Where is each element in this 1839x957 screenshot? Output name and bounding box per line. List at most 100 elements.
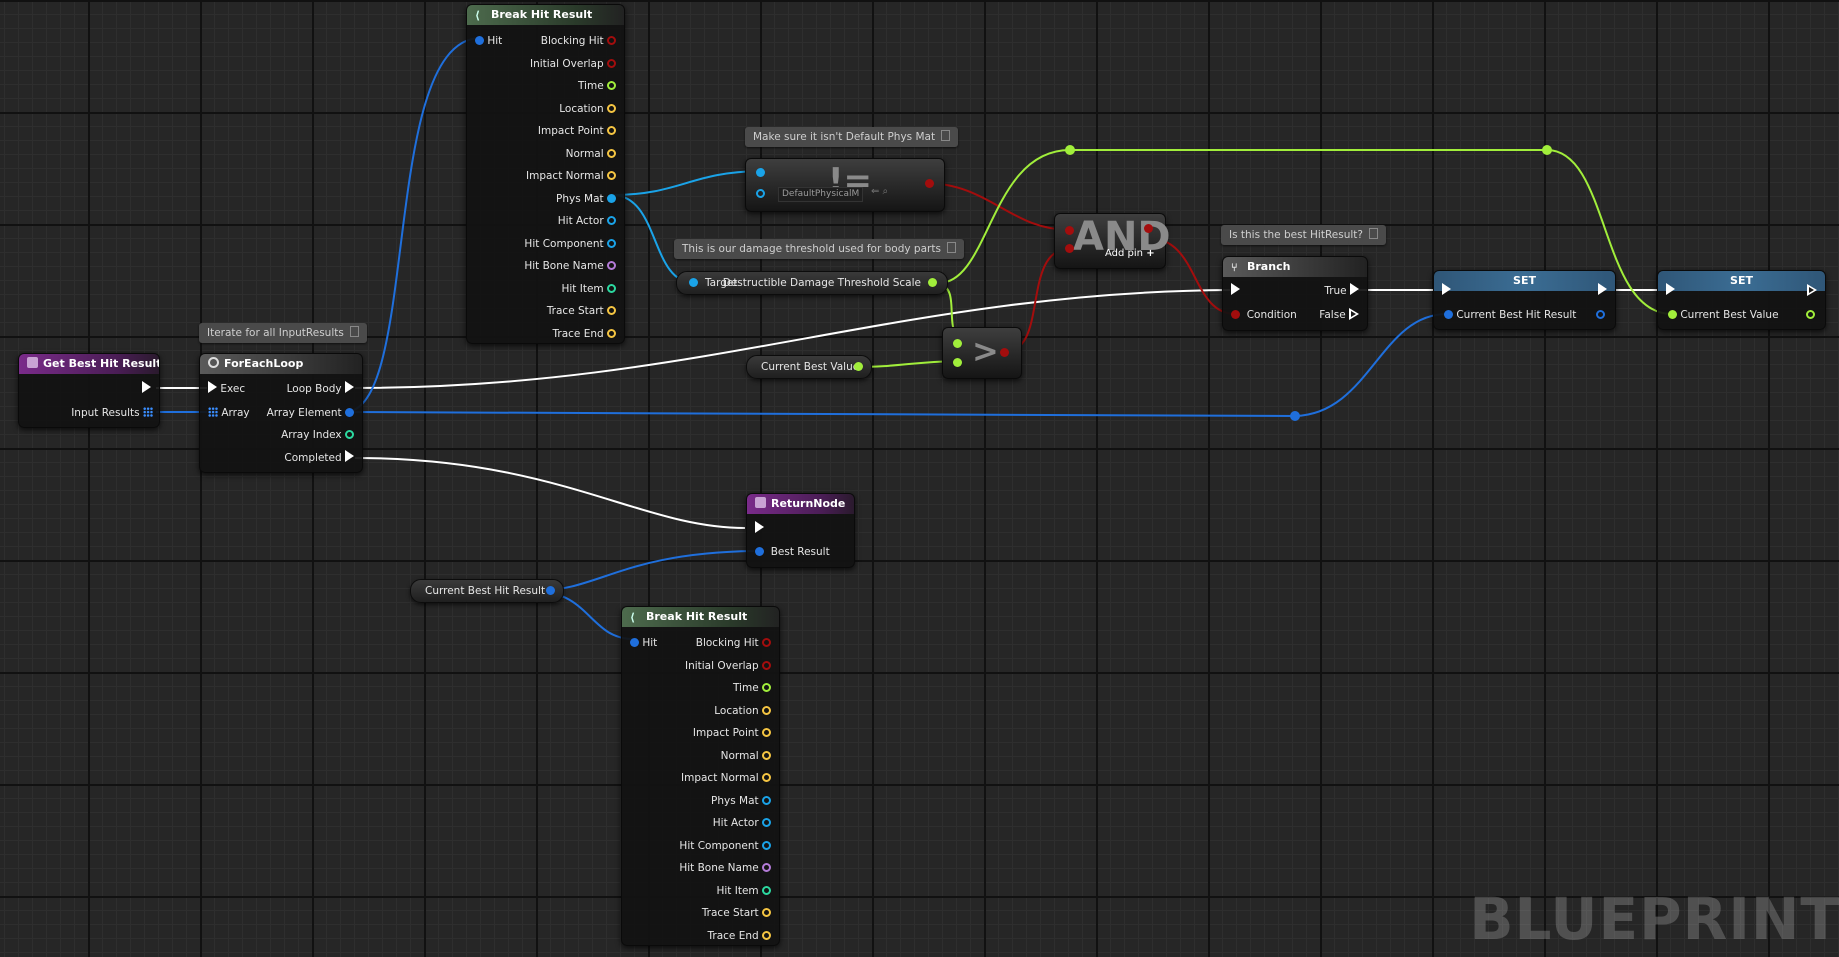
output-pin-initial-overlap[interactable]: Initial Overlap [530,54,616,74]
condition-pin[interactable]: Condition [1231,305,1297,325]
output-pin-trace-start[interactable]: Trace Start [547,301,616,321]
output-pin-hit-actor[interactable]: Hit Actor [713,813,771,833]
bool-pin-icon[interactable] [1065,244,1074,253]
current-best-hit-out-pin[interactable] [1596,305,1605,325]
reroute-knot [1542,145,1552,155]
output-pin-initial-overlap[interactable]: Initial Overlap [685,656,771,676]
set-current-best-hit-node[interactable]: SET Current Best Hit Result [1433,270,1616,330]
comment-icon [1368,228,1378,239]
output-pin-phys-mat[interactable]: Phys Mat [711,791,771,811]
output-pin-hit-bone-name[interactable]: Hit Bone Name [524,256,616,276]
output-pin-hit-item[interactable]: Hit Item [716,881,771,901]
bool-pin-icon[interactable] [1144,224,1153,233]
bool-wire [923,182,1071,231]
use-selected-icon[interactable]: ⇐ ⌕ [871,186,889,197]
vector-pin-icon [762,705,771,715]
float-pin-icon[interactable] [953,339,962,348]
output-pin-trace-end[interactable]: Trace End [553,324,616,344]
name-pin-icon [607,261,616,270]
output-pin-impact-point[interactable]: Impact Point [538,121,616,141]
hit-in-pin[interactable]: Hit [630,633,657,653]
output-pin-impact-normal[interactable]: Impact Normal [681,768,771,788]
loop-body-pin[interactable]: Loop Body [287,379,354,399]
output-pin-location[interactable]: Location [559,99,616,119]
current-best-value-getter[interactable]: Current Best Value [746,355,872,379]
true-pin[interactable]: True [1324,281,1359,301]
exec-in-pin[interactable]: Exec [208,379,245,399]
exec-arrow-outline-icon [1807,284,1817,296]
output-pin-normal[interactable]: Normal [566,144,616,164]
current-best-hit-pin[interactable]: Current Best Hit Result [1444,305,1576,325]
output-pin-hit-item[interactable]: Hit Item [561,279,616,299]
greater-node[interactable]: > [942,327,1022,379]
comment-best-hit[interactable]: Is this the best HitResult? [1221,225,1386,245]
output-pin-normal[interactable]: Normal [721,746,771,766]
branch-node[interactable]: ⑂Branch Condition True False [1222,256,1368,331]
output-pin-impact-normal[interactable]: Impact Normal [526,166,616,186]
foreach-loop-node[interactable]: ForEachLoop Exec Array Loop Body Array E… [199,353,363,473]
bool-pin-icon[interactable] [925,179,934,188]
array-index-pin[interactable]: Array Index [281,425,354,445]
branch-icon: ⑂ [1231,261,1238,274]
output-pin-location[interactable]: Location [714,701,771,721]
output-pin-phys-mat[interactable]: Phys Mat [556,189,616,209]
current-best-value-out-pin[interactable] [1806,305,1815,325]
output-pin-time[interactable]: Time [733,678,771,698]
float-pin-icon [1668,310,1677,319]
array-element-pin[interactable]: Array Element [267,403,354,423]
exec-wire [354,457,746,529]
return-node[interactable]: ReturnNode Best Result [746,493,855,568]
output-pin-hit-bone-name[interactable]: Hit Bone Name [679,858,771,878]
exec-in-pin[interactable] [1231,281,1240,301]
set-current-best-value-node[interactable]: SET Current Best Value [1657,270,1826,330]
add-pin-button[interactable]: Add pin + [1105,248,1155,259]
current-best-value-pin[interactable]: Current Best Value [1668,305,1779,325]
float-pin-icon[interactable] [953,358,962,367]
exec-out-pin[interactable] [142,379,151,399]
float-pin-icon [854,362,863,371]
exec-in-pin[interactable] [1442,281,1451,301]
completed-pin[interactable]: Completed [284,448,354,468]
node-header: SET [1658,271,1825,291]
comment-default-phys-mat[interactable]: Make sure it isn't Default Phys Mat [745,127,959,147]
false-pin[interactable]: False [1319,305,1359,325]
vector-pin-icon [762,908,771,917]
hit-in-pin[interactable]: Hit [475,31,502,51]
threshold-getter-node[interactable]: Target Destructible Damage Threshold Sca… [676,271,948,295]
array-in-pin[interactable]: Array [208,403,250,423]
object-pin-icon[interactable] [756,189,765,198]
node-header: ⟨Break Hit Result [622,607,779,627]
bool-pin-icon [607,36,616,45]
output-pin-time[interactable]: Time [578,76,616,96]
default-physmat-dropdown[interactable]: DefaultPhysicalM [778,187,864,202]
output-pin-blocking-hit[interactable]: Blocking Hit [696,633,771,653]
exec-in-pin[interactable] [1666,281,1675,301]
exec-in-pin[interactable] [755,519,764,539]
not-equal-node[interactable]: != DefaultPhysicalM ⇐ ⌕ [745,158,945,212]
comment-iterate[interactable]: Iterate for all InputResults [199,323,367,343]
bool-pin-icon[interactable] [1065,226,1074,235]
input-results-pin[interactable]: Input Results [71,403,153,423]
bool-pin-icon [607,58,616,68]
and-node[interactable]: AND Add pin + [1054,213,1171,269]
break-hit-result-node-bottom[interactable]: ⟨Break Hit Result Hit Blocking Hit Initi… [621,606,780,946]
break-hit-result-node-top[interactable]: ⟨Break Hit Result Hit Blocking Hit Initi… [466,4,625,344]
output-pin-trace-start[interactable]: Trace Start [702,903,771,923]
object-wire [611,170,761,196]
output-pin-hit-component[interactable]: Hit Component [524,234,616,254]
output-pin-blocking-hit[interactable]: Blocking Hit [541,31,616,51]
output-pin-hit-actor[interactable]: Hit Actor [558,211,616,231]
output-pin-trace-end[interactable]: Trace End [708,926,771,946]
comment-icon [349,326,359,337]
current-best-hit-result-getter[interactable]: Current Best Hit Result [410,579,564,603]
output-pin-hit-component[interactable]: Hit Component [679,836,771,856]
comment-threshold[interactable]: This is our damage threshold used for bo… [674,239,964,259]
exec-out-pin[interactable] [1807,281,1817,301]
get-best-hit-result-node[interactable]: Get Best Hit Result Input Results [18,353,160,428]
bool-pin-icon[interactable] [1000,348,1009,357]
best-result-pin[interactable]: Best Result [755,542,830,562]
output-pin-impact-point[interactable]: Impact Point [693,723,771,743]
exec-out-pin[interactable] [1598,281,1607,301]
object-pin-icon[interactable] [756,168,765,177]
object-pin-icon [607,216,616,225]
